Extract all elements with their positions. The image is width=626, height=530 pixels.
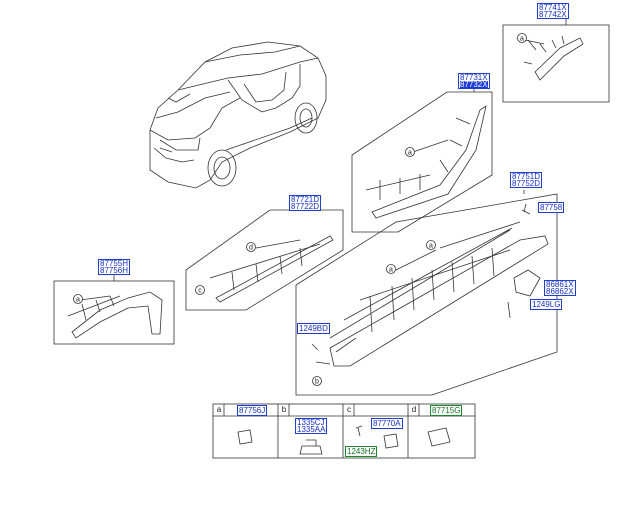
callout-c: c (198, 288, 202, 295)
part-label-87758[interactable]: 87758 (538, 202, 565, 213)
legend-key-b: b (281, 405, 287, 414)
callout-d: d (249, 245, 253, 252)
part-label-1249lg[interactable]: 1249LG (530, 299, 563, 310)
callout-a-4: a (429, 243, 433, 250)
part-label-1249bd[interactable]: 1249BD (297, 323, 330, 334)
legend-key-a: a (216, 405, 222, 414)
part-label-87770a[interactable]: 87770A (371, 418, 403, 429)
callout-a-3: a (76, 297, 80, 304)
part-label-1243hz[interactable]: 1243HZ (345, 446, 378, 457)
callout-a-2: a (408, 150, 412, 157)
legend-key-c: c (347, 405, 351, 414)
part-label-87756j[interactable]: 87756J (237, 405, 268, 416)
callout-b: b (315, 379, 319, 386)
vehicle-illustration (149, 41, 327, 189)
callout-a-5: a (389, 267, 393, 274)
part-label-87732x-highlight: 87732X (460, 80, 488, 89)
legend-key-d: d (411, 405, 417, 414)
part-label-87715g[interactable]: 87715G (430, 405, 463, 416)
callout-a-1: a (520, 36, 524, 43)
